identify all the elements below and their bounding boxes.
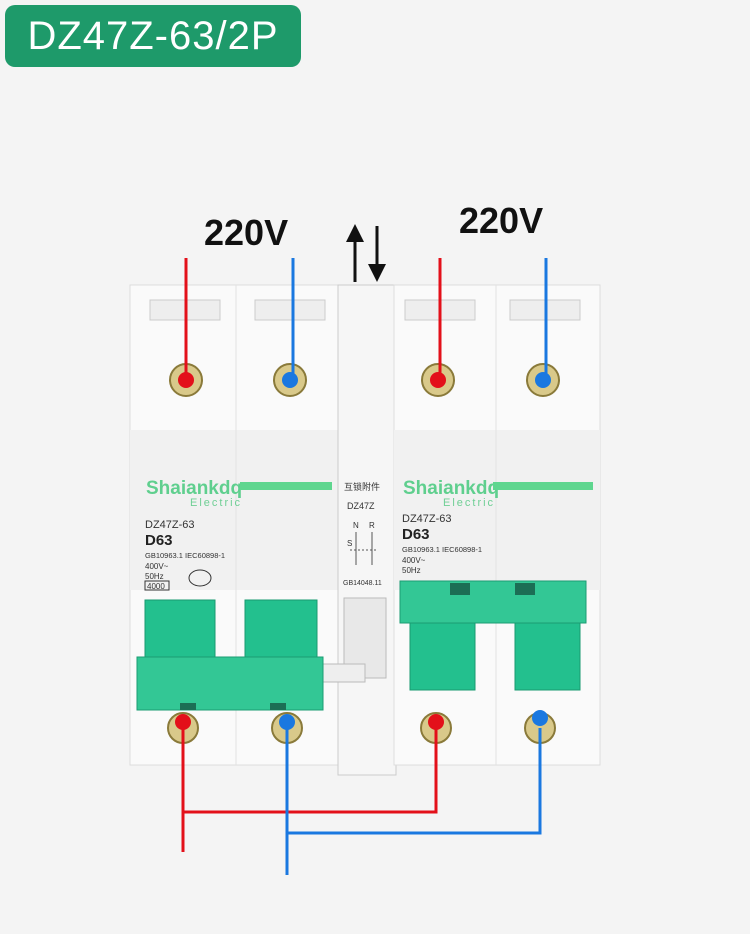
- left-voltage-label: 220V: [204, 212, 289, 253]
- right-brand: Shaiankdq: [403, 478, 499, 499]
- title-badge: DZ47Z-63/2P: [5, 5, 301, 67]
- right-frequency: 50Hz: [402, 566, 421, 575]
- right-brand-sub: Electric: [443, 497, 495, 509]
- interlock-standard: GB14048.11: [343, 580, 382, 587]
- interlock-name: 互锁附件: [344, 481, 380, 492]
- right-standards: GB10963.1 IEC60898-1: [402, 545, 482, 554]
- interlock-r: R: [369, 521, 375, 530]
- down-arrow-icon: [368, 226, 386, 282]
- left-standards: GB10963.1 IEC60898-1: [145, 551, 225, 560]
- right-breaker: [393, 284, 601, 766]
- wire-dots: [175, 372, 551, 730]
- left-brand: Shaiankdq: [146, 478, 242, 499]
- right-voltage-label: 220V: [459, 200, 544, 241]
- neutral-wires: [285, 258, 548, 875]
- right-handle[interactable]: [399, 580, 587, 691]
- certification-mark-icon: [188, 569, 212, 587]
- interlock-model: DZ47Z: [347, 501, 375, 511]
- left-capacity: 4000: [147, 582, 165, 591]
- left-brand-sub: Electric: [190, 497, 242, 509]
- right-model: DZ47Z-63: [402, 513, 452, 525]
- right-rating: D63: [402, 526, 430, 543]
- up-arrow-icon: [346, 224, 364, 282]
- right-voltage: 400V~: [402, 556, 426, 565]
- left-model: DZ47Z-63: [145, 519, 195, 531]
- left-frequency: 50Hz: [145, 572, 164, 581]
- interlock-n: N: [353, 521, 359, 530]
- live-wires: [181, 258, 442, 852]
- left-rating: D63: [145, 532, 173, 549]
- left-voltage: 400V~: [145, 562, 169, 571]
- left-handle[interactable]: [136, 599, 324, 711]
- interlock-module: [337, 284, 397, 776]
- interlock-s: S: [347, 539, 352, 548]
